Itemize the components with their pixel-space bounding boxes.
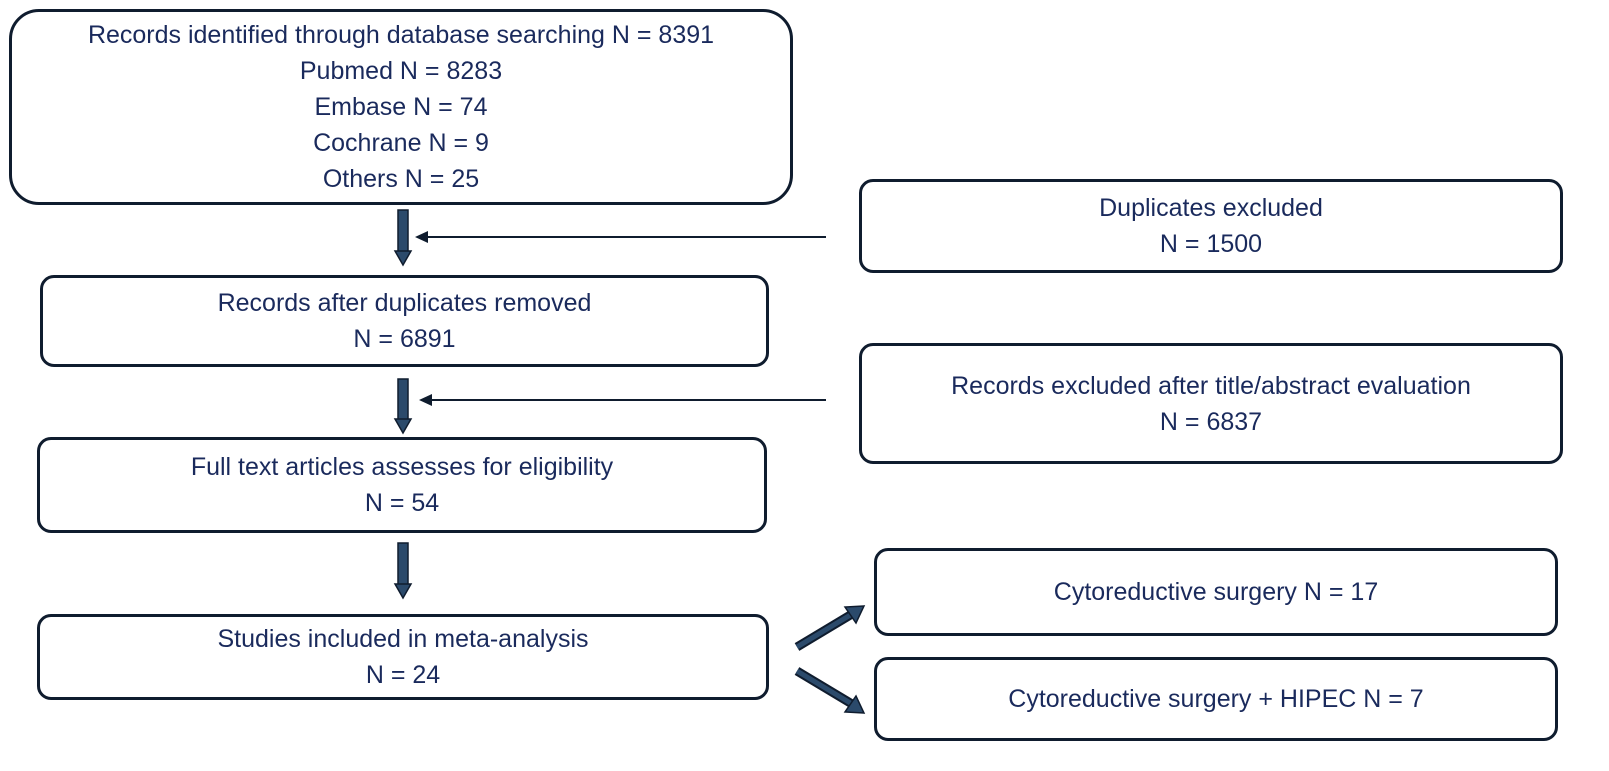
branch-arrow-up [794, 605, 866, 651]
others-count: Others N = 25 [322, 165, 480, 193]
cytoreductive-hipec-label: Cytoreductive surgery + HIPEC N = 7 [1008, 685, 1424, 713]
studies-included-box: Studies included in meta-analysis N = 24 [37, 614, 769, 700]
studies-included-label: Studies included in meta-analysis [217, 625, 589, 653]
exclusion-arrow-2 [419, 394, 826, 406]
records-identified-box: Records identified through database sear… [9, 9, 793, 205]
down-arrow-3 [393, 542, 413, 600]
duplicates-excluded-label: Duplicates excluded [1099, 194, 1323, 222]
cytoreductive-surgery-box: Cytoreductive surgery N = 17 [874, 548, 1558, 636]
records-after-duplicates-label: Records after duplicates removed [217, 289, 592, 317]
down-arrow-1 [393, 209, 413, 267]
title-abstract-excluded-label: Records excluded after title/abstract ev… [951, 371, 1471, 400]
cytoreductive-surgery-label: Cytoreductive surgery N = 17 [1053, 578, 1379, 606]
branch-arrow-down [794, 667, 866, 714]
cochrane-count: Cochrane N = 9 [313, 129, 489, 157]
records-identified-label: Records identified through database sear… [87, 21, 715, 49]
exclusion-arrow-1 [415, 231, 826, 243]
title-abstract-excluded-box: Records excluded after title/abstract ev… [859, 343, 1563, 464]
down-arrow-2 [393, 378, 413, 435]
full-text-assessed-count: N = 54 [364, 489, 440, 517]
full-text-assessed-label: Full text articles assesses for eligibil… [190, 453, 614, 481]
title-abstract-excluded-count: N = 6837 [1159, 407, 1263, 436]
full-text-assessed-box: Full text articles assesses for eligibil… [37, 437, 767, 533]
duplicates-excluded-count: N = 1500 [1159, 230, 1263, 258]
records-after-duplicates-count: N = 6891 [353, 325, 456, 353]
records-after-duplicates-box: Records after duplicates removed N = 689… [40, 275, 769, 367]
studies-included-count: N = 24 [365, 661, 441, 689]
embase-count: Embase N = 74 [314, 93, 488, 121]
pubmed-count: Pubmed N = 8283 [299, 57, 503, 85]
duplicates-excluded-box: Duplicates excluded N = 1500 [859, 179, 1563, 273]
cytoreductive-hipec-box: Cytoreductive surgery + HIPEC N = 7 [874, 657, 1558, 741]
